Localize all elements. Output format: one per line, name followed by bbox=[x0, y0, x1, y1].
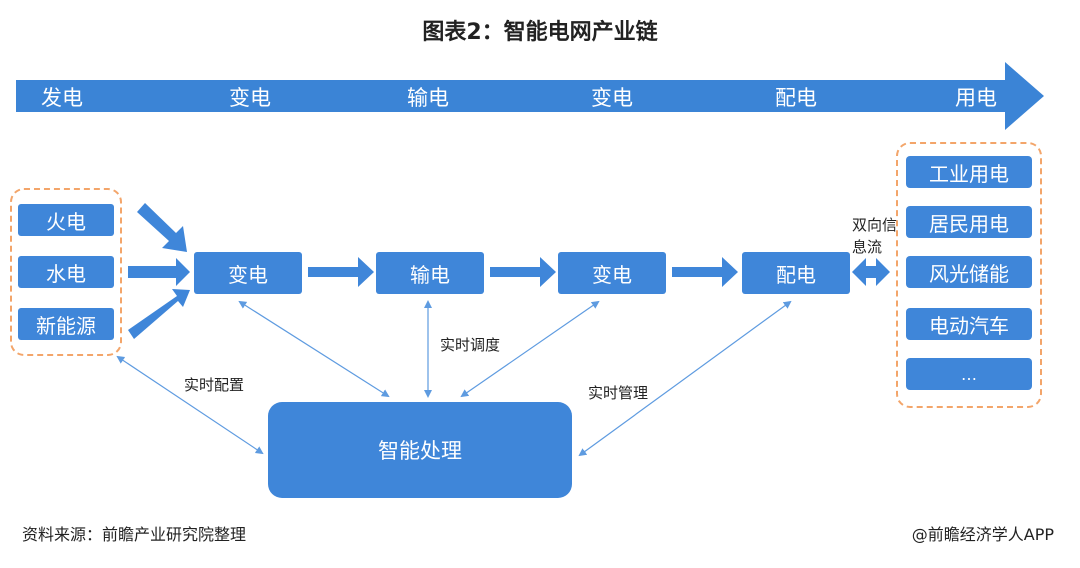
chain-arrow-2 bbox=[490, 257, 556, 287]
connector-substation2-center bbox=[460, 300, 600, 398]
label-bidirectional-line1: 双向信 bbox=[852, 216, 898, 234]
stage-label-generation: 发电 bbox=[41, 86, 83, 110]
chain-arrow-1 bbox=[308, 257, 374, 287]
stage-label-consumption: 用电 bbox=[955, 86, 997, 110]
user-electric-vehicle: 电动汽车 bbox=[906, 308, 1032, 340]
diagram-title: 图表2：智能电网产业链 bbox=[422, 20, 658, 45]
chain-arrow-3 bbox=[672, 257, 738, 287]
stage-banner-arrow bbox=[16, 62, 1044, 130]
source-group-frame bbox=[10, 188, 122, 356]
stage-label-distribution: 配电 bbox=[775, 86, 817, 110]
user-wind-solar-storage: 风光储能 bbox=[906, 256, 1032, 288]
user-industrial: 工业用电 bbox=[906, 156, 1032, 188]
user-more: … bbox=[906, 358, 1032, 390]
user-residential: 居民用电 bbox=[906, 206, 1032, 238]
label-bidirectional-line2: 息流 bbox=[852, 238, 883, 256]
label-realtime-config: 实时配置 bbox=[184, 376, 245, 394]
chain-transmission: 输电 bbox=[376, 252, 484, 294]
connector-distribution-center bbox=[578, 300, 792, 457]
source-arrow-top bbox=[137, 203, 187, 252]
source-thermal: 火电 bbox=[18, 204, 114, 236]
label-realtime-manage: 实时管理 bbox=[588, 384, 649, 402]
connector-sources-center bbox=[116, 355, 264, 455]
user-group-frame bbox=[896, 142, 1042, 408]
stage-label-transmission: 输电 bbox=[407, 86, 449, 110]
stage-label-substation-2: 变电 bbox=[591, 86, 633, 110]
chain-substation-2: 变电 bbox=[558, 252, 666, 294]
connector-substation1-center bbox=[238, 300, 390, 398]
footer-source: 资料来源：前瞻产业研究院整理 bbox=[22, 525, 247, 544]
bidirectional-arrow bbox=[852, 258, 890, 286]
source-arrow-mid bbox=[128, 258, 190, 286]
stage-label-substation-1: 变电 bbox=[229, 86, 271, 110]
chain-distribution: 配电 bbox=[742, 252, 850, 294]
smart-processing-box: 智能处理 bbox=[268, 402, 572, 498]
footer-brand: @前瞻经济学人APP bbox=[911, 525, 1054, 544]
label-realtime-dispatch: 实时调度 bbox=[440, 336, 501, 354]
source-renewable: 新能源 bbox=[18, 308, 114, 340]
source-hydro: 水电 bbox=[18, 256, 114, 288]
chain-substation-1: 变电 bbox=[194, 252, 302, 294]
source-arrow-bottom bbox=[128, 289, 190, 339]
